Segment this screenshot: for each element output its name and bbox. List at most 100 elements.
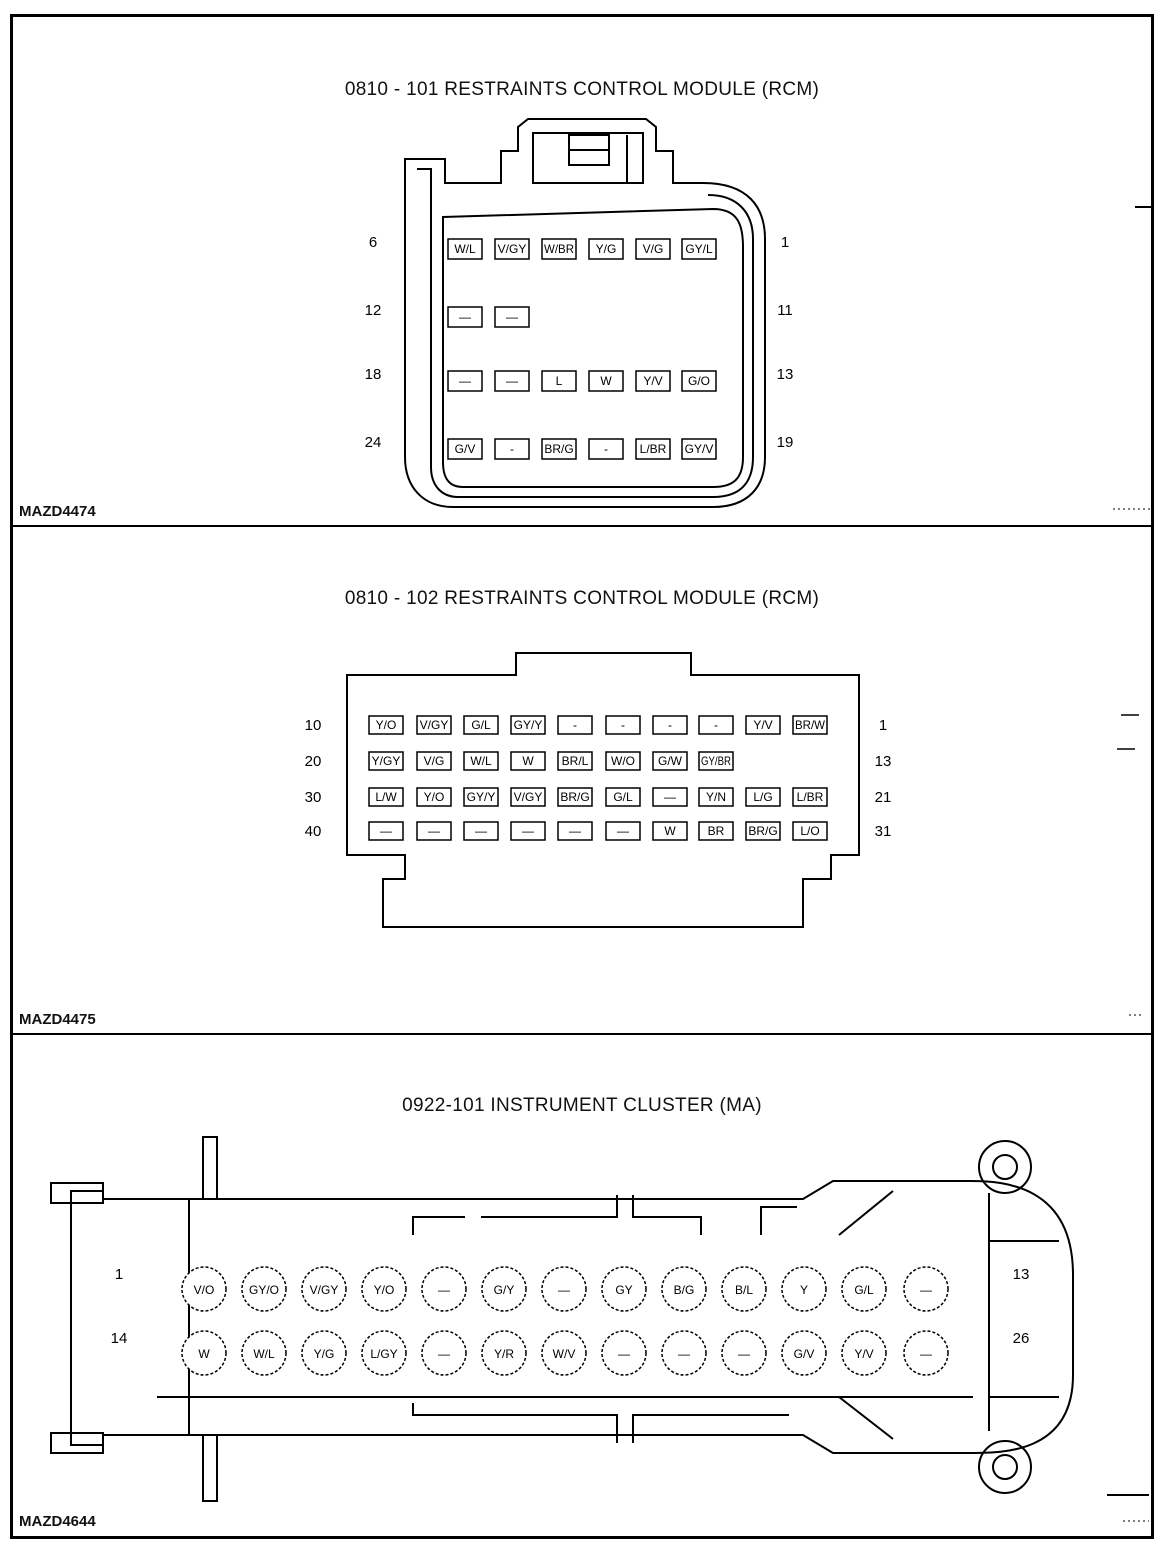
pin-wire-color: Y/N [706, 790, 726, 804]
connector-title: 0810 - 101 RESTRAINTS CONTROL MODULE (RC… [344, 79, 820, 100]
pin-cavity-box [588, 370, 624, 392]
pin-wire-color: — [617, 824, 629, 838]
pin-cavity-circle [781, 1266, 827, 1312]
connector-title: 0810 - 102 RESTRAINTS CONTROL MODULE (RC… [344, 588, 820, 609]
pin-cavity-circle [181, 1266, 227, 1312]
pin-cavity-box [792, 715, 828, 735]
pin-wire-color: GY/V [685, 442, 714, 456]
pin-wire-color: — [475, 824, 487, 838]
pin-cavity [442, 207, 744, 488]
pin-wire-color: L/O [800, 824, 819, 838]
pin-wire-color: — [506, 310, 518, 324]
pin-cavity-box [698, 787, 734, 807]
pin-wire-color: — [558, 1283, 570, 1297]
pin-cavity-circle [541, 1330, 587, 1376]
pin-cavity-circle [421, 1266, 467, 1312]
pin-wire-color: Y/G [596, 242, 617, 256]
pin-wire-color: V/GY [498, 242, 527, 256]
pin-wire-color: G/L [613, 790, 633, 804]
pin-cavity-circle [361, 1330, 407, 1376]
connector-housing [404, 118, 766, 508]
pin-wire-color: G/O [688, 374, 710, 388]
pin-wire-color: Y/GY [372, 754, 401, 768]
pin-number-label: 14 [111, 1330, 128, 1347]
pin-cavity-box [652, 715, 688, 735]
pin-cavity-circle [903, 1266, 949, 1312]
pin-wire-color: Y/R [494, 1347, 514, 1361]
pin-cavity-box [463, 751, 499, 771]
pin-wire-color: — [459, 310, 471, 324]
pin-cavity-box [510, 715, 546, 735]
pin-wire-color: G/W [658, 754, 683, 768]
pin-wire-color: B/G [674, 1283, 695, 1297]
pin-cavity-box [745, 821, 781, 841]
pin-wire-color: - [621, 718, 625, 732]
pin-cavity-box [681, 238, 717, 260]
pin-wire-color: — [920, 1347, 932, 1361]
pin-number-label: 26 [1013, 1330, 1030, 1347]
pin-cavity-box [681, 370, 717, 392]
pin-wire-color: W/BR [544, 242, 574, 256]
pin-cavity-box [368, 715, 404, 735]
pin-wire-color: V/GY [420, 718, 449, 732]
pin-number-label: 30 [305, 789, 322, 806]
pin-cavity-box [588, 438, 624, 460]
pin-wire-color: GY/Y [514, 718, 543, 732]
pin-cavity-box [416, 821, 452, 841]
pin-cavity-box [605, 751, 641, 771]
pin-cavity-box [635, 438, 671, 460]
pin-wire-color: L/BR [797, 790, 824, 804]
pin-wire-color: - [668, 718, 672, 732]
pin-number-label: 40 [305, 823, 322, 840]
pin-wire-color: — [380, 824, 392, 838]
pin-wire-color: W/O [611, 754, 635, 768]
pin-wire-color: Y/V [753, 718, 772, 732]
pin-number-label: 1 [115, 1266, 123, 1283]
rail-bottom [202, 1434, 218, 1502]
pin-cavity-box [368, 751, 404, 771]
pin-cavity-circle [841, 1266, 887, 1312]
pin-wire-color: — [920, 1283, 932, 1297]
pin-cavity-circle [903, 1330, 949, 1376]
connector-housing [346, 652, 860, 928]
pin-wire-color: V/GY [514, 790, 543, 804]
pin-cavity-box [652, 821, 688, 841]
pin-cavity-box [494, 306, 530, 328]
pin-cavity-box [416, 787, 452, 807]
end-cap-bottom [50, 1432, 104, 1454]
pin-wire-color: - [510, 442, 514, 456]
connector-title: 0922-101 INSTRUMENT CLUSTER (MA) [402, 1095, 762, 1116]
pin-number-label: 21 [875, 789, 892, 806]
inner-window [989, 1240, 1059, 1398]
housing-inner-wall [417, 168, 754, 498]
pin-wire-color: G/L [471, 718, 491, 732]
pin-cavity-circle [181, 1330, 227, 1376]
pin-number-label: 13 [875, 753, 892, 770]
pin-number-label: 31 [875, 823, 892, 840]
pin-wire-color: Y [800, 1283, 808, 1297]
pin-number-label: 1 [879, 717, 887, 734]
guide-top-right [760, 1190, 894, 1236]
pin-cavity-box [510, 821, 546, 841]
pin-number-label: 24 [365, 434, 382, 451]
pin-cavity-box [588, 238, 624, 260]
pin-number-label: 18 [365, 366, 382, 383]
pin-wire-color: L/W [375, 790, 397, 804]
pin-cavity-box [792, 821, 828, 841]
pin-cavity-circle [421, 1330, 467, 1376]
pin-cavity-circle [301, 1266, 347, 1312]
pin-number-label: 19 [777, 434, 794, 451]
pin-wire-color: G/V [455, 442, 476, 456]
pin-wire-color: Y/G [314, 1347, 335, 1361]
guide-top [412, 1195, 702, 1235]
figure-code: MAZD4475 [19, 1011, 96, 1028]
pin-wire-color: BR/G [544, 442, 573, 456]
pin-cavity-box [605, 715, 641, 735]
pin-cavity-box [698, 715, 734, 735]
guide-bottom-lines [412, 1396, 894, 1443]
pin-cavity-box [792, 787, 828, 807]
pin-wire-color: V/G [424, 754, 445, 768]
pin-cavity-box [541, 370, 577, 392]
pin-cavity-box [416, 751, 452, 771]
